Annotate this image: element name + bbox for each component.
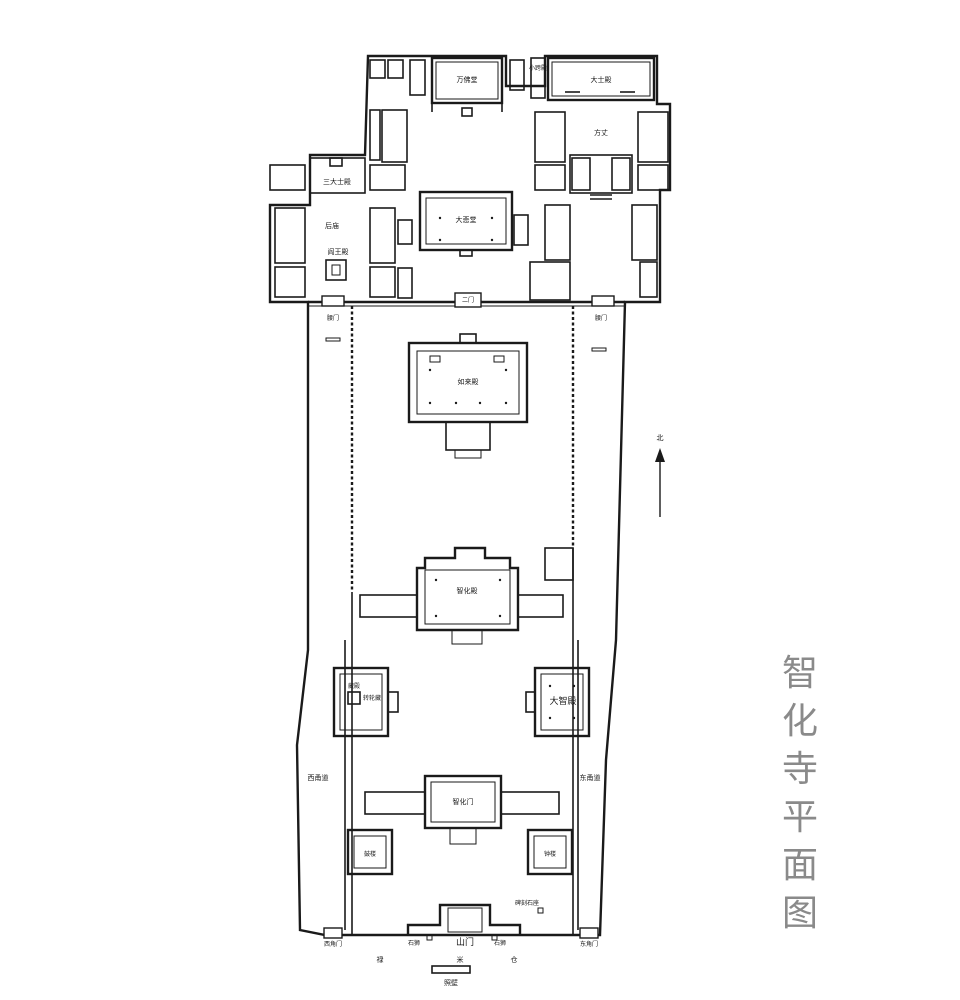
label-ermen: 二门 [462, 296, 474, 304]
label-wanfotang: 万佛堂 [457, 75, 478, 84]
label-dabeitang: 大悲堂 [456, 215, 477, 224]
label-rulaidian: 如来殿 [458, 377, 479, 386]
label-zhihuamen: 智化门 [453, 797, 474, 806]
label-zangdian: 藏殿 [348, 682, 360, 690]
title-char: 寺 [781, 749, 818, 790]
label-cang: 仓 [511, 955, 518, 964]
label-zhihuadian: 智化殿 [457, 586, 478, 595]
label-beike: 碑刻石座 [515, 899, 539, 907]
label-sandashidian: 三大士殿 [323, 177, 351, 186]
zhihuadian-hall [415, 546, 520, 632]
north-label: 北 [657, 434, 664, 442]
title-char: 化 [781, 701, 818, 742]
label-jiaomen-right: 腰门 [595, 314, 607, 322]
label-yanwangdian: 阎王殿 [328, 247, 349, 256]
title-char: 智 [781, 653, 818, 694]
label-zhaobi: 照壁 [444, 978, 458, 987]
zangdian-hall [332, 666, 390, 738]
label-jiaomen-left: 腰门 [327, 314, 339, 322]
title-char: 图 [781, 893, 818, 934]
gulou-tower [346, 828, 394, 876]
label-gulou: 鼓楼 [364, 850, 376, 858]
plan-title: 智 化 寺 平 面 图 [777, 650, 823, 938]
wanfotang-hall [430, 56, 504, 105]
label-houmiao: 后庙 [325, 221, 339, 230]
label-shishi-right: 石狮 [494, 939, 506, 947]
label-dongjiaomen: 东角门 [580, 940, 598, 948]
label-xijiaomen: 西角门 [324, 940, 342, 948]
shanmen-gate [406, 903, 522, 935]
label-zhuanluzang: 转轮藏 [363, 694, 381, 702]
label-xiaodianzhan: 小跨殿 [529, 64, 547, 72]
label-fangzhang: 方丈 [594, 128, 608, 137]
label-dongjie: 东甬道 [580, 773, 601, 782]
label-lu: 禄 [377, 955, 384, 964]
label-shishi-left: 石狮 [408, 939, 420, 947]
zhonglou-tower [526, 828, 574, 876]
dashidian-hall [546, 56, 656, 102]
label-shanmen: 山门 [456, 936, 474, 948]
north-arrow-head [655, 448, 665, 462]
outer-compound-wall [268, 54, 672, 937]
label-dashidian: 大士殿 [591, 75, 612, 84]
zhaobi-screen-wall [431, 965, 471, 974]
title-char: 面 [781, 845, 818, 886]
label-xijie: 西甬道 [308, 773, 329, 782]
title-char: 平 [781, 797, 818, 838]
label-dazhidian: 大智殿 [549, 695, 576, 707]
label-mi: 米 [457, 955, 464, 964]
ermen-gate [454, 292, 482, 308]
label-zhonglou: 钟楼 [544, 850, 556, 858]
